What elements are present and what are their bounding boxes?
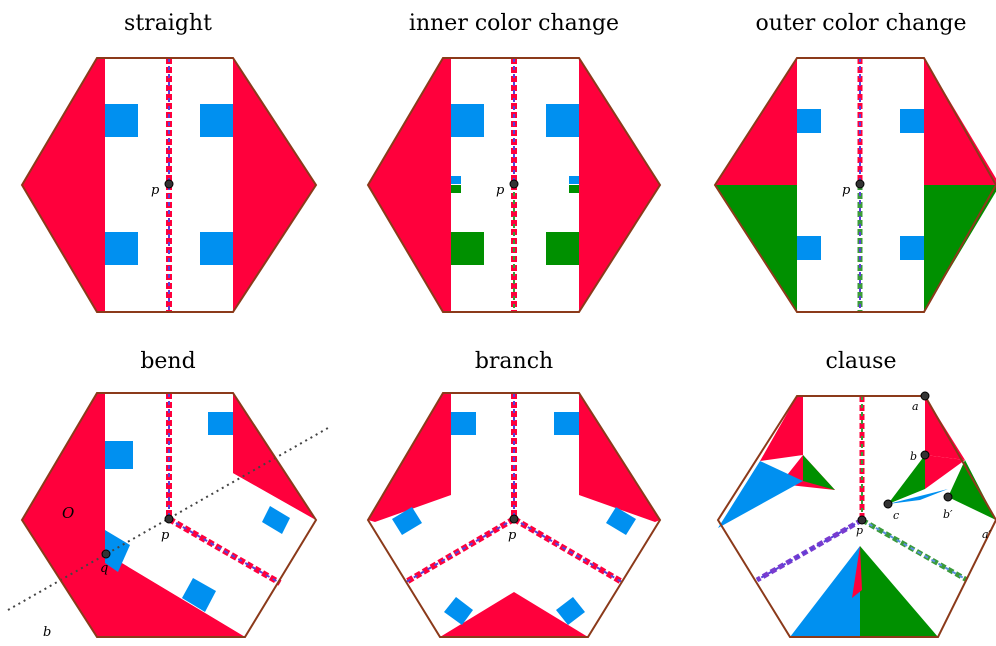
purple-wire bbox=[755, 517, 864, 583]
blue-square bbox=[554, 412, 579, 435]
hexagon-outline bbox=[366, 57, 662, 313]
blue-square bbox=[606, 507, 636, 535]
point-p bbox=[509, 179, 519, 189]
label-b: b bbox=[43, 625, 51, 640]
bottom-red-region bbox=[440, 592, 588, 637]
label-p: p bbox=[856, 524, 863, 537]
green-region bbox=[948, 460, 996, 520]
red-region bbox=[925, 455, 965, 489]
blue-wire bbox=[168, 518, 281, 584]
blue-notch bbox=[569, 176, 579, 184]
green-region bbox=[860, 546, 938, 637]
point-p bbox=[509, 514, 519, 524]
point-b bbox=[920, 450, 930, 460]
point-c bbox=[883, 499, 893, 509]
blue-triangle bbox=[888, 489, 948, 504]
label-a: a bbox=[912, 400, 919, 413]
blue-square bbox=[105, 232, 138, 265]
blue-wire bbox=[405, 518, 515, 583]
blue-square bbox=[797, 236, 821, 260]
blue-square bbox=[451, 104, 484, 137]
blue-square bbox=[208, 412, 233, 435]
point-q bbox=[101, 549, 111, 559]
label-b-prime: b′ bbox=[943, 508, 953, 521]
green-notch bbox=[451, 185, 461, 193]
point-p bbox=[855, 179, 865, 189]
label-p: p bbox=[496, 183, 505, 198]
blue-square bbox=[546, 104, 579, 137]
blue-square bbox=[797, 109, 821, 133]
point-b-prime bbox=[943, 492, 953, 502]
label-p: p bbox=[161, 528, 170, 543]
label-p: p bbox=[508, 528, 517, 543]
panel-title-branch: branch bbox=[475, 349, 553, 374]
left-red-region bbox=[22, 58, 105, 312]
green-square bbox=[451, 232, 484, 265]
blue-triangle bbox=[105, 530, 130, 572]
label-O: O bbox=[62, 504, 74, 522]
blue-square bbox=[262, 506, 290, 534]
blue-square bbox=[900, 109, 924, 133]
left-red-region bbox=[368, 58, 451, 312]
left-red-region bbox=[22, 393, 245, 637]
red-region bbox=[760, 396, 803, 461]
panel-title-inner-color-change: inner color change bbox=[409, 11, 619, 36]
point-p bbox=[164, 514, 174, 524]
point-a bbox=[920, 391, 930, 401]
blue-square bbox=[182, 578, 216, 612]
label-a-prime: a′ bbox=[982, 528, 992, 541]
blue-square bbox=[556, 597, 585, 625]
hexagon-outline bbox=[20, 57, 318, 313]
blue-square bbox=[444, 597, 473, 625]
label-c: c bbox=[893, 509, 899, 522]
label-p: p bbox=[151, 183, 160, 198]
green-wire bbox=[860, 517, 969, 583]
label-p: p bbox=[842, 183, 851, 198]
green-triangle bbox=[803, 455, 835, 490]
red-spike bbox=[852, 546, 862, 598]
blue-square bbox=[200, 104, 233, 137]
blue-square bbox=[900, 236, 924, 260]
inner-color-change-gadget: p bbox=[366, 57, 662, 313]
panel-title-outer-color-change: outer color change bbox=[755, 11, 966, 36]
clause-gadget: p a b c b′ a′ bbox=[716, 391, 996, 638]
blue-region bbox=[790, 546, 860, 637]
point-p bbox=[857, 515, 867, 525]
hexagon-outline bbox=[366, 392, 662, 638]
label-b: b bbox=[910, 450, 917, 463]
branch-gadget: p bbox=[366, 392, 662, 638]
green-triangle bbox=[888, 455, 925, 504]
hexagon-outline bbox=[20, 392, 318, 638]
hexagon-outline bbox=[713, 57, 996, 313]
blue-square bbox=[451, 412, 476, 435]
bend-gadget: p q O b bbox=[7, 392, 329, 640]
outer-color-change-gadget: p bbox=[713, 57, 996, 313]
blue-square bbox=[200, 232, 233, 265]
panel-title-straight: straight bbox=[124, 11, 212, 36]
bottom-red-region bbox=[97, 553, 245, 637]
left-red-region bbox=[368, 393, 451, 522]
right-red-region bbox=[233, 58, 316, 312]
blue-notch bbox=[451, 176, 461, 184]
green-notch bbox=[569, 185, 579, 193]
blue-wire bbox=[513, 518, 623, 583]
point-p bbox=[164, 179, 174, 189]
blue-square bbox=[105, 441, 133, 469]
blue-square bbox=[392, 507, 422, 535]
panel-title-bend: bend bbox=[140, 349, 195, 374]
green-square bbox=[546, 232, 579, 265]
blue-square bbox=[105, 104, 138, 137]
right-red-region bbox=[579, 58, 660, 312]
label-q: q bbox=[100, 561, 108, 576]
straight-gadget: p bbox=[20, 57, 318, 313]
blue-region bbox=[718, 461, 803, 528]
panel-title-clause: clause bbox=[826, 349, 897, 374]
